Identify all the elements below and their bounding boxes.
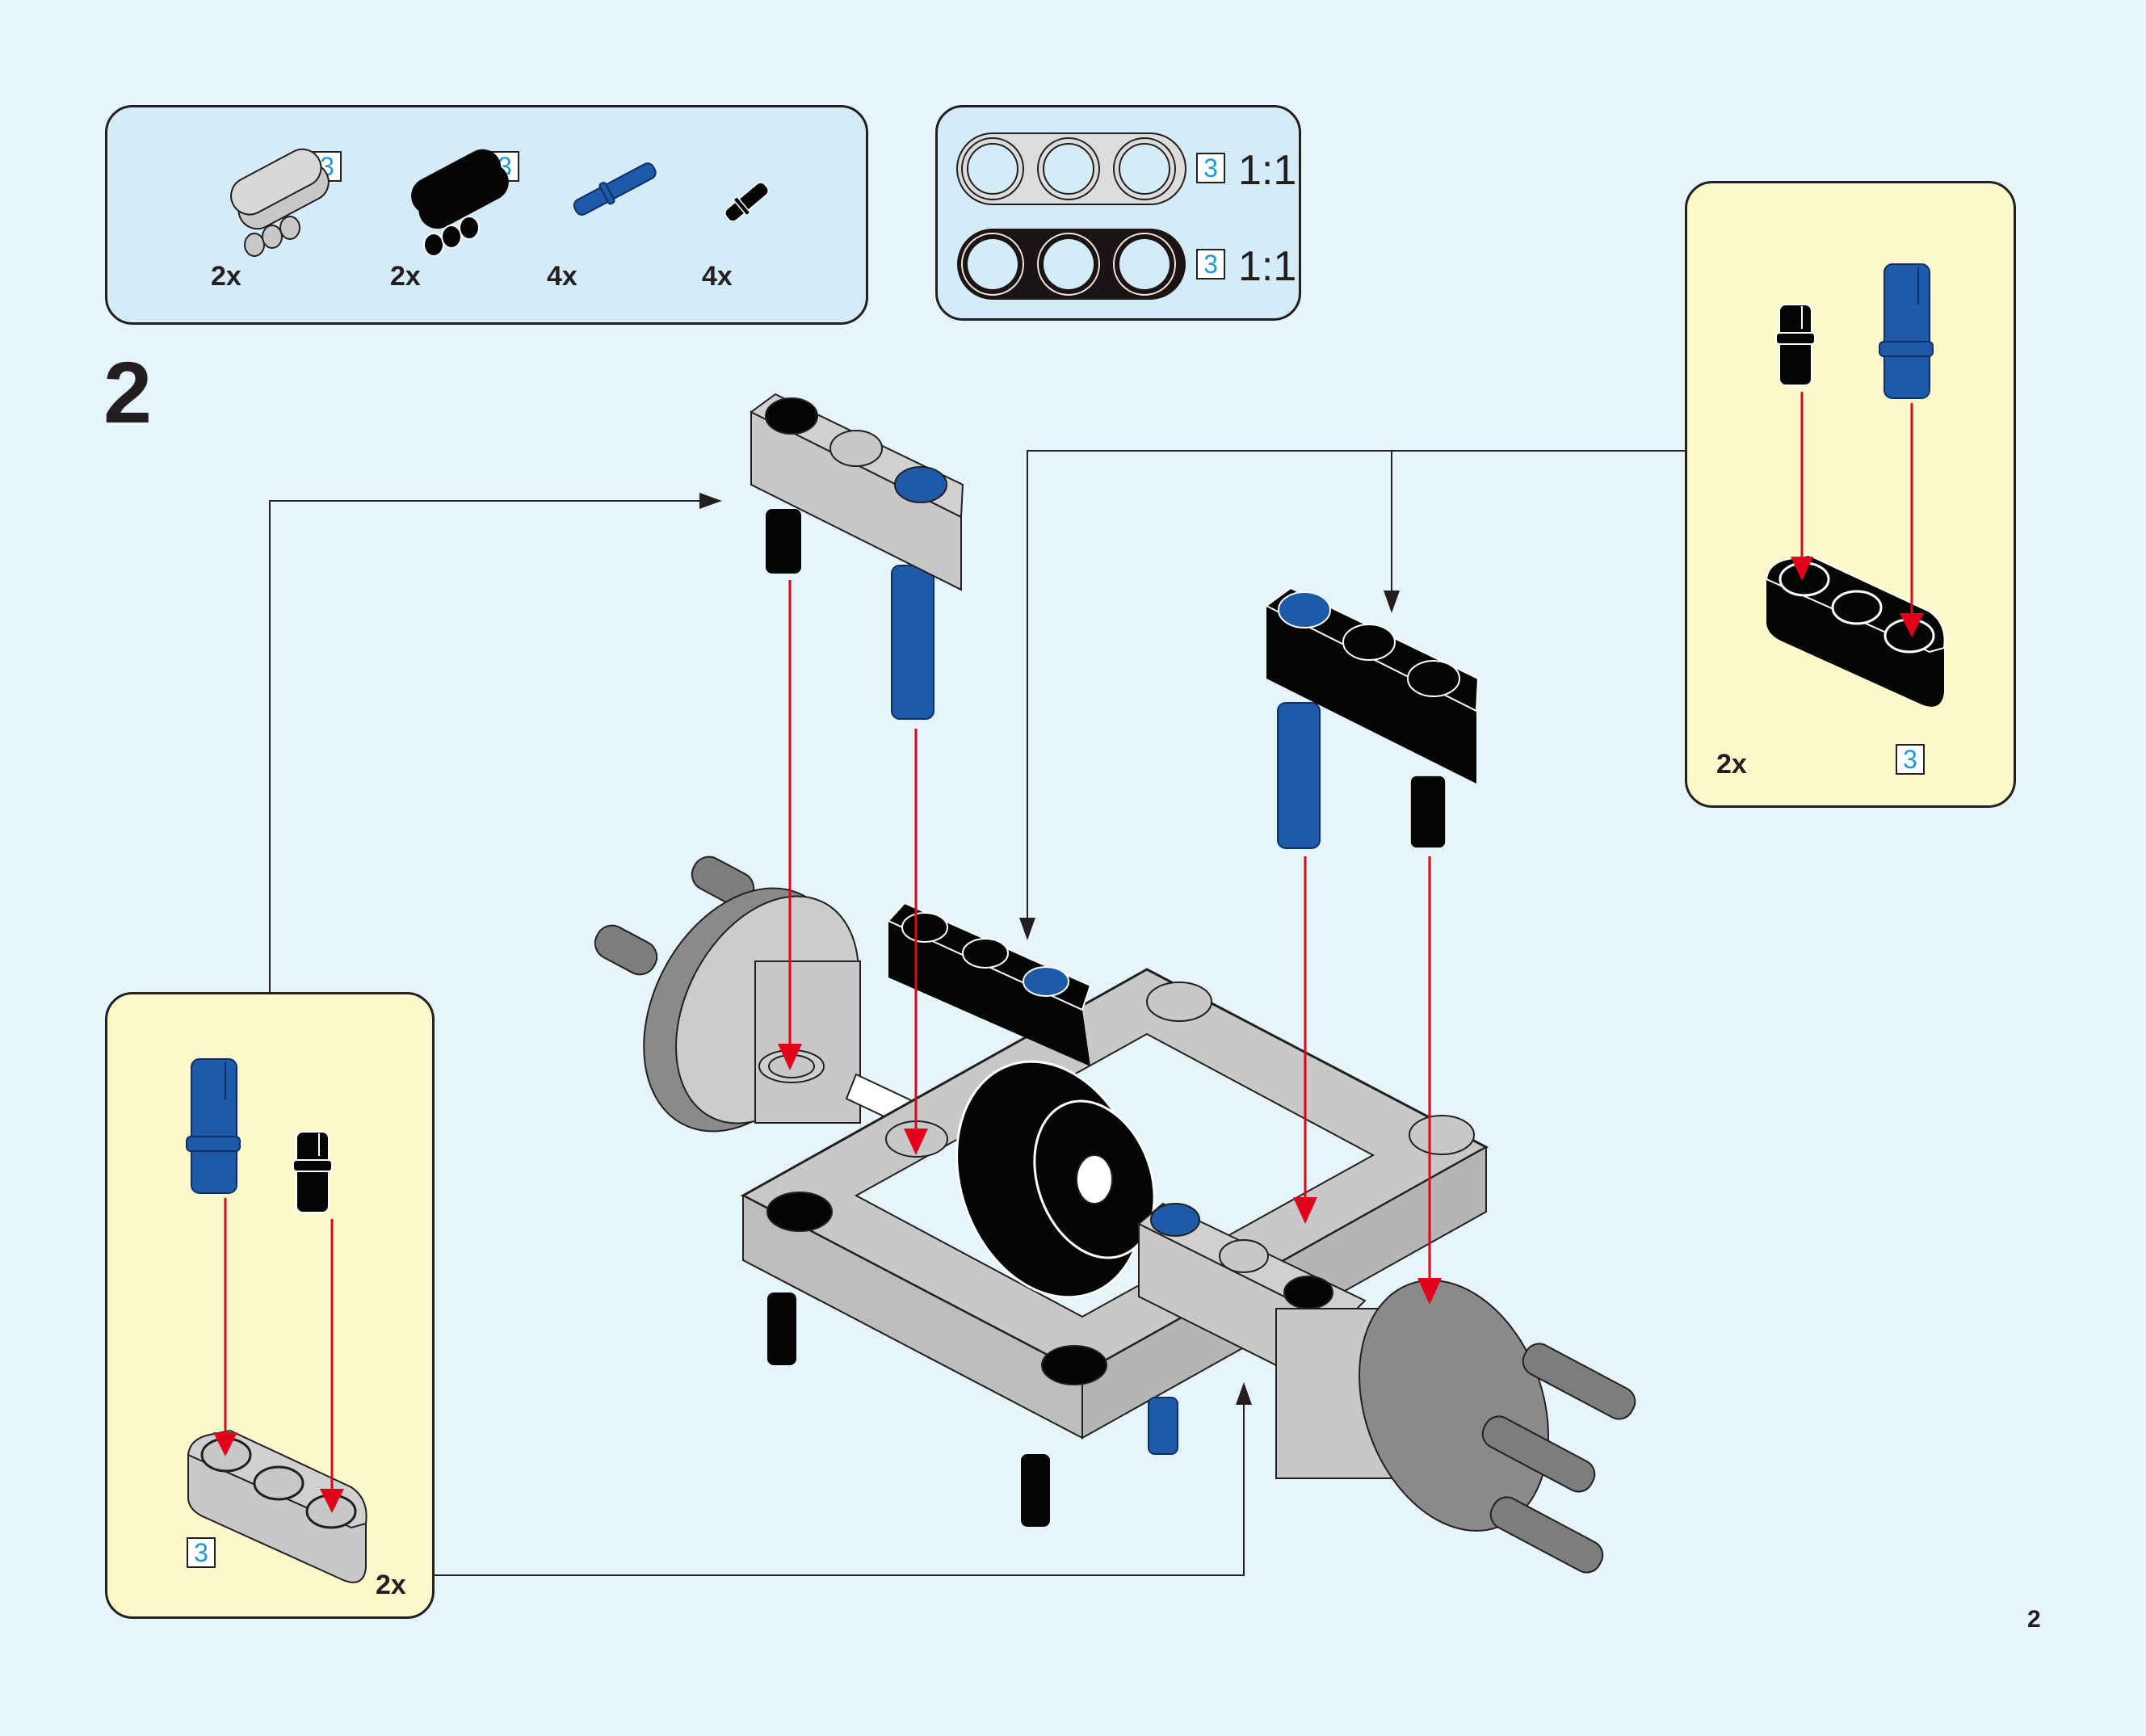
step-number: 2 <box>103 343 153 441</box>
differential-gear <box>955 1060 1156 1299</box>
light-gray-beam-icon <box>230 148 330 230</box>
black-friction-pin-icon <box>292 1131 333 1213</box>
parts-list-panel: 3 3 2x 2x 4x 4x <box>105 105 868 325</box>
scale-reference-panel: 3 1:1 3 1:1 <box>935 105 1301 321</box>
light-gray-beam-with-pins-top <box>750 393 964 720</box>
blue-axle-pin-icon <box>1879 263 1934 399</box>
insert-arrow <box>778 580 802 1070</box>
insert-arrow <box>1417 856 1442 1305</box>
part-quantity: 4x <box>702 261 733 292</box>
part-quantity: 2x <box>390 261 421 292</box>
length-badge: 3 <box>187 1537 216 1568</box>
black-beam-installed <box>887 902 1092 1066</box>
insert-arrow <box>213 1198 237 1456</box>
axle <box>845 1073 1149 1238</box>
bottom-pins <box>767 1293 1178 1527</box>
scale-label: 1:1 <box>1238 147 1297 194</box>
right-wheel-hub <box>1275 1280 1636 1574</box>
insert-arrow <box>1791 392 1813 581</box>
light-gray-beam-installed <box>1137 1202 1367 1399</box>
insert-arrow <box>904 729 928 1155</box>
blue-axle-pin-icon <box>573 162 657 216</box>
subassembly-right-illustration <box>1765 263 1946 707</box>
black-friction-pin-icon <box>1775 304 1816 386</box>
black-beam-icon <box>411 149 509 229</box>
blue-axle-pin-icon <box>186 1058 241 1194</box>
callout-line-right-to-beams <box>1019 450 1685 940</box>
light-gray-beam-icon <box>187 1429 367 1583</box>
length-badge: 3 <box>1196 249 1225 280</box>
black-beam-1to1-icon <box>957 229 1186 300</box>
left-connector-block <box>754 960 861 1124</box>
beam-holes-icon <box>423 216 480 257</box>
black-beam-with-pins-top <box>1265 586 1480 849</box>
scale-reference-beams <box>956 132 1186 300</box>
page-number: 2 <box>2027 1606 2041 1633</box>
part-quantity: 2x <box>211 261 241 292</box>
part-quantity: 4x <box>547 261 577 292</box>
insert-arrow <box>1293 856 1317 1224</box>
parts-list-illustrations <box>230 148 769 257</box>
subassembly-callout-left: 3 2x <box>105 992 435 1619</box>
black-beam-icon <box>1765 553 1946 707</box>
insert-arrow <box>1900 403 1924 637</box>
subassembly-quantity: 2x <box>1716 749 1747 780</box>
scale-label: 1:1 <box>1238 243 1297 290</box>
left-wheel-hub <box>594 855 859 1133</box>
callout-line-left-bottom-to-frame <box>435 1382 1252 1576</box>
subassembly-callout-right: 2x 3 <box>1685 181 2016 808</box>
black-friction-pin-icon <box>724 182 769 222</box>
open-frame <box>740 968 1489 1440</box>
insert-arrow <box>320 1219 344 1513</box>
length-badge: 3 <box>1196 153 1225 183</box>
subassembly-quantity: 2x <box>376 1570 406 1600</box>
light-gray-beam-1to1-icon <box>956 132 1186 205</box>
beam-holes-icon <box>244 216 300 257</box>
subassembly-left-illustration <box>186 1058 367 1583</box>
callout-line-left-to-top-beam <box>269 493 722 992</box>
length-badge: 3 <box>1896 744 1925 775</box>
